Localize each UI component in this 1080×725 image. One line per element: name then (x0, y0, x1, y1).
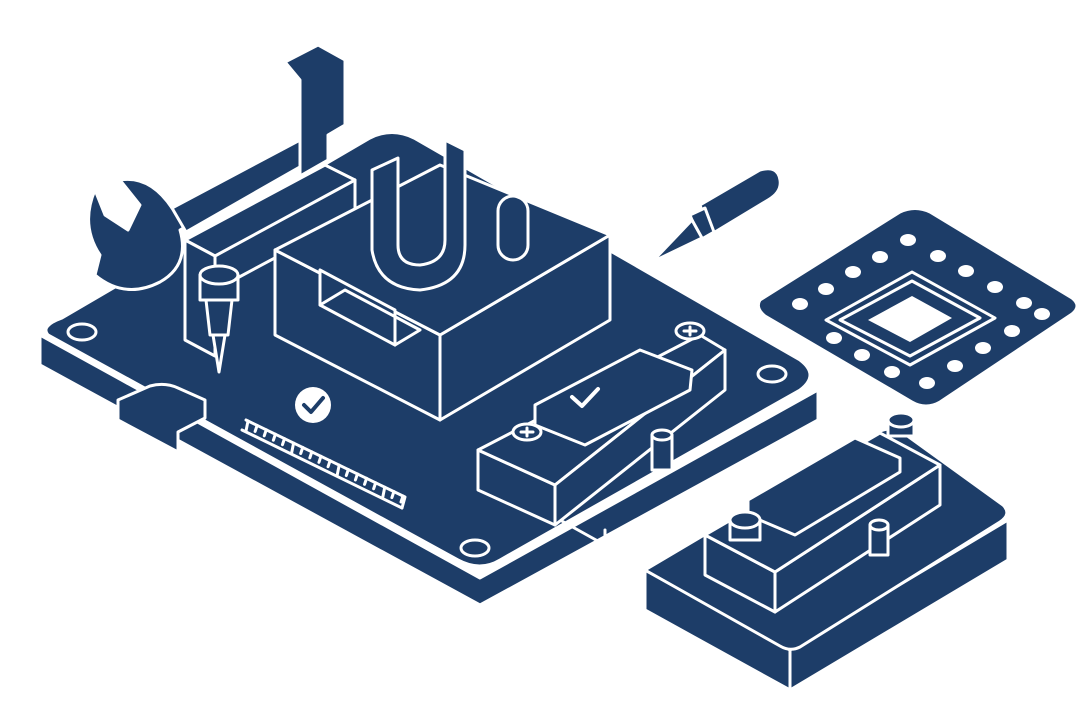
pcb-hole (900, 234, 916, 246)
ruler-tick (299, 445, 305, 455)
iron-handle (698, 167, 782, 237)
screw-icon (511, 422, 543, 442)
pcb-hole (884, 366, 900, 378)
ruler-ticks (244, 419, 405, 504)
iron-tip (650, 218, 704, 264)
screw-icon (674, 321, 706, 341)
chip-outline (824, 270, 997, 367)
ruler-tick (262, 428, 268, 438)
mount-hole (756, 364, 788, 384)
u-hook (370, 138, 467, 292)
soldering-iron-icon (650, 167, 782, 264)
probe-shaft (204, 298, 234, 337)
ruler-tick (244, 419, 250, 433)
clamp-block-icon (643, 411, 1010, 692)
check-badge (295, 387, 331, 423)
center-block (273, 138, 612, 422)
pcb-hole (845, 266, 861, 278)
pcb-hole (792, 298, 808, 310)
post-knob (886, 411, 916, 429)
pcb-hole (958, 265, 974, 277)
ruler-tick (253, 423, 259, 433)
ruler-icon (240, 418, 407, 510)
ruler-tick (353, 472, 359, 482)
ruler-tick (372, 481, 378, 491)
pcb-hole (975, 342, 991, 354)
plate-notch-line (558, 518, 607, 547)
clamp-block-icon (476, 321, 727, 527)
mount-hole (459, 538, 491, 558)
post-knob (728, 510, 762, 530)
ruler-top (244, 418, 407, 510)
pcb-hole (818, 283, 834, 295)
plate-cutout (116, 382, 207, 454)
pcb-hole (1004, 325, 1020, 337)
plate-step-line (193, 468, 347, 580)
probe-icon (198, 264, 240, 374)
bracket-upright (283, 43, 347, 178)
ruler-tick (308, 450, 314, 460)
ruler-tick (363, 476, 369, 486)
ruler-tick (317, 454, 323, 464)
pcb-hole (930, 250, 946, 262)
plate-side (38, 333, 820, 607)
ruler-tick (335, 463, 341, 477)
pcb-hole (826, 332, 842, 344)
check-mark-icon (570, 387, 600, 408)
pcb-hole (872, 251, 888, 263)
chip-die (868, 296, 952, 342)
ruler-tick (399, 494, 405, 504)
pcb-hole (854, 349, 870, 361)
ruler-tick (344, 468, 350, 478)
ruler-tick (381, 485, 387, 499)
ruler-tick (390, 490, 396, 500)
slot-floor (318, 288, 422, 347)
pcb-hole (1034, 308, 1050, 320)
ruler-tick (326, 459, 332, 469)
chip-inner (838, 279, 982, 358)
ruler-tick (290, 441, 296, 455)
pcb-hole (947, 360, 963, 372)
pcb-hole (987, 281, 1003, 293)
circuit-board-icon (756, 207, 1079, 408)
ruler-tick (280, 437, 286, 447)
pcb-hole (919, 377, 935, 389)
microchip-icon (824, 270, 997, 367)
ruler-tick (271, 432, 277, 442)
oval-slot (496, 194, 530, 262)
pcb-hole (1016, 297, 1032, 309)
mount-hole (66, 322, 98, 342)
probe-tip (211, 333, 227, 374)
pcb-holes (792, 234, 1050, 389)
ruler-edge (240, 428, 404, 510)
check-mark-icon (295, 387, 331, 423)
